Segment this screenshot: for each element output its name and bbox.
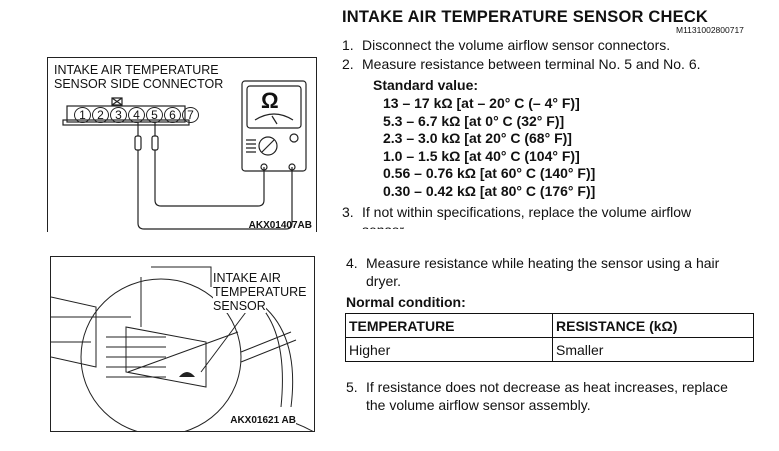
column-header: TEMPERATURE xyxy=(345,313,553,338)
connector-diagram: INTAKE AIR TEMPERATURE SENSOR SIDE CONNE… xyxy=(47,57,317,232)
page-title: INTAKE AIR TEMPERATURE SENSOR CHECK xyxy=(342,8,709,26)
step-text: If resistance does not decrease as heat … xyxy=(366,379,728,395)
connector-pin: 7 xyxy=(182,107,199,123)
connector-pins: 1 2 3 4 5 6 7 xyxy=(74,107,199,123)
step-number: 3. xyxy=(342,204,354,220)
standard-value: 0.30 – 0.42 kΩ [at 80° C (176° F)] xyxy=(383,182,596,199)
step-5: 5. If resistance does not decrease as hea… xyxy=(346,378,728,414)
standard-values-list: 13 – 17 kΩ [at – 20° C (– 4° F)] 5.3 – 6… xyxy=(383,95,595,200)
document-code: M1131002800717 xyxy=(676,25,744,35)
step-text: Measure resistance while heating the sen… xyxy=(366,255,720,271)
standard-value: 1.0 – 1.5 kΩ [at 40° C (104° F)] xyxy=(383,147,580,164)
standard-value: 13 – 17 kΩ [at – 20° C (– 4° F)] xyxy=(383,95,580,111)
figure1-label-line1: INTAKE AIR TEMPERATURE xyxy=(54,63,219,77)
step-4: 4. Measure resistance while heating the s… xyxy=(346,254,719,290)
table-cell: Higher xyxy=(345,337,553,362)
standard-value-label: Standard value: xyxy=(373,77,479,93)
standard-value: 5.3 – 6.7 kΩ [at 0° C (32° F)] xyxy=(383,112,565,129)
connector-pin: 5 xyxy=(146,107,163,123)
connector-pin: 1 xyxy=(74,107,91,123)
step-text: Measure resistance between terminal No. … xyxy=(362,56,701,72)
connector-pin: 3 xyxy=(110,107,127,123)
table-header-row: TEMPERATURE RESISTANCE (kΩ) xyxy=(345,313,754,338)
step-text-continued: sensor. xyxy=(342,221,691,229)
multimeter-wiring-illustration xyxy=(62,80,307,230)
normal-condition-table: TEMPERATURE RESISTANCE (kΩ) Higher Small… xyxy=(345,313,754,362)
step-text: Disconnect the volume airflow sensor con… xyxy=(362,37,671,53)
connector-pin: 4 xyxy=(128,107,145,123)
normal-condition-label: Normal condition: xyxy=(346,294,466,310)
step-text: If not within specifications, replace th… xyxy=(362,204,692,220)
figure2-code: AKX01621 AB xyxy=(230,415,296,426)
table-cell: Smaller xyxy=(552,337,754,362)
standard-value: 2.3 – 3.0 kΩ [at 20° C (68° F)] xyxy=(383,130,572,146)
step-2: 2. Measure resistance between terminal No… xyxy=(342,55,701,73)
connector-pin: 2 xyxy=(92,107,109,123)
sensor-location-illustration: INTAKE AIR TEMPERATURE SENSOR AKX01621 A… xyxy=(50,256,315,432)
ohm-symbol: Ω xyxy=(261,88,279,113)
step-3: 3. If not within specifications, replace … xyxy=(342,203,691,229)
figure1-code: AKX01407AB xyxy=(248,220,312,231)
figure2-label-line2: TEMPERATURE xyxy=(213,285,307,299)
figure2-label-line1: INTAKE AIR xyxy=(213,271,281,285)
step-text-continued: the volume airflow sensor assembly. xyxy=(366,397,591,413)
standard-value: 0.56 – 0.76 kΩ [at 60° C (140° F)] xyxy=(383,165,596,181)
connector-pin: 6 xyxy=(164,107,181,123)
step-text-continued: dryer. xyxy=(366,273,402,289)
figure1-label-line2: SENSOR SIDE CONNECTOR xyxy=(54,77,224,91)
step-1: 1. Disconnect the volume airflow sensor c… xyxy=(342,36,670,54)
column-header: RESISTANCE (kΩ) xyxy=(552,313,754,338)
table-row: Higher Smaller xyxy=(345,337,754,362)
step-number: 1. xyxy=(342,37,354,53)
step-number: 4. xyxy=(346,255,358,271)
step-number: 5. xyxy=(346,379,358,395)
step-number: 2. xyxy=(342,56,354,72)
figure2-label-line3: SENSOR xyxy=(213,299,266,313)
airflow-sensor-drawing xyxy=(51,266,314,431)
